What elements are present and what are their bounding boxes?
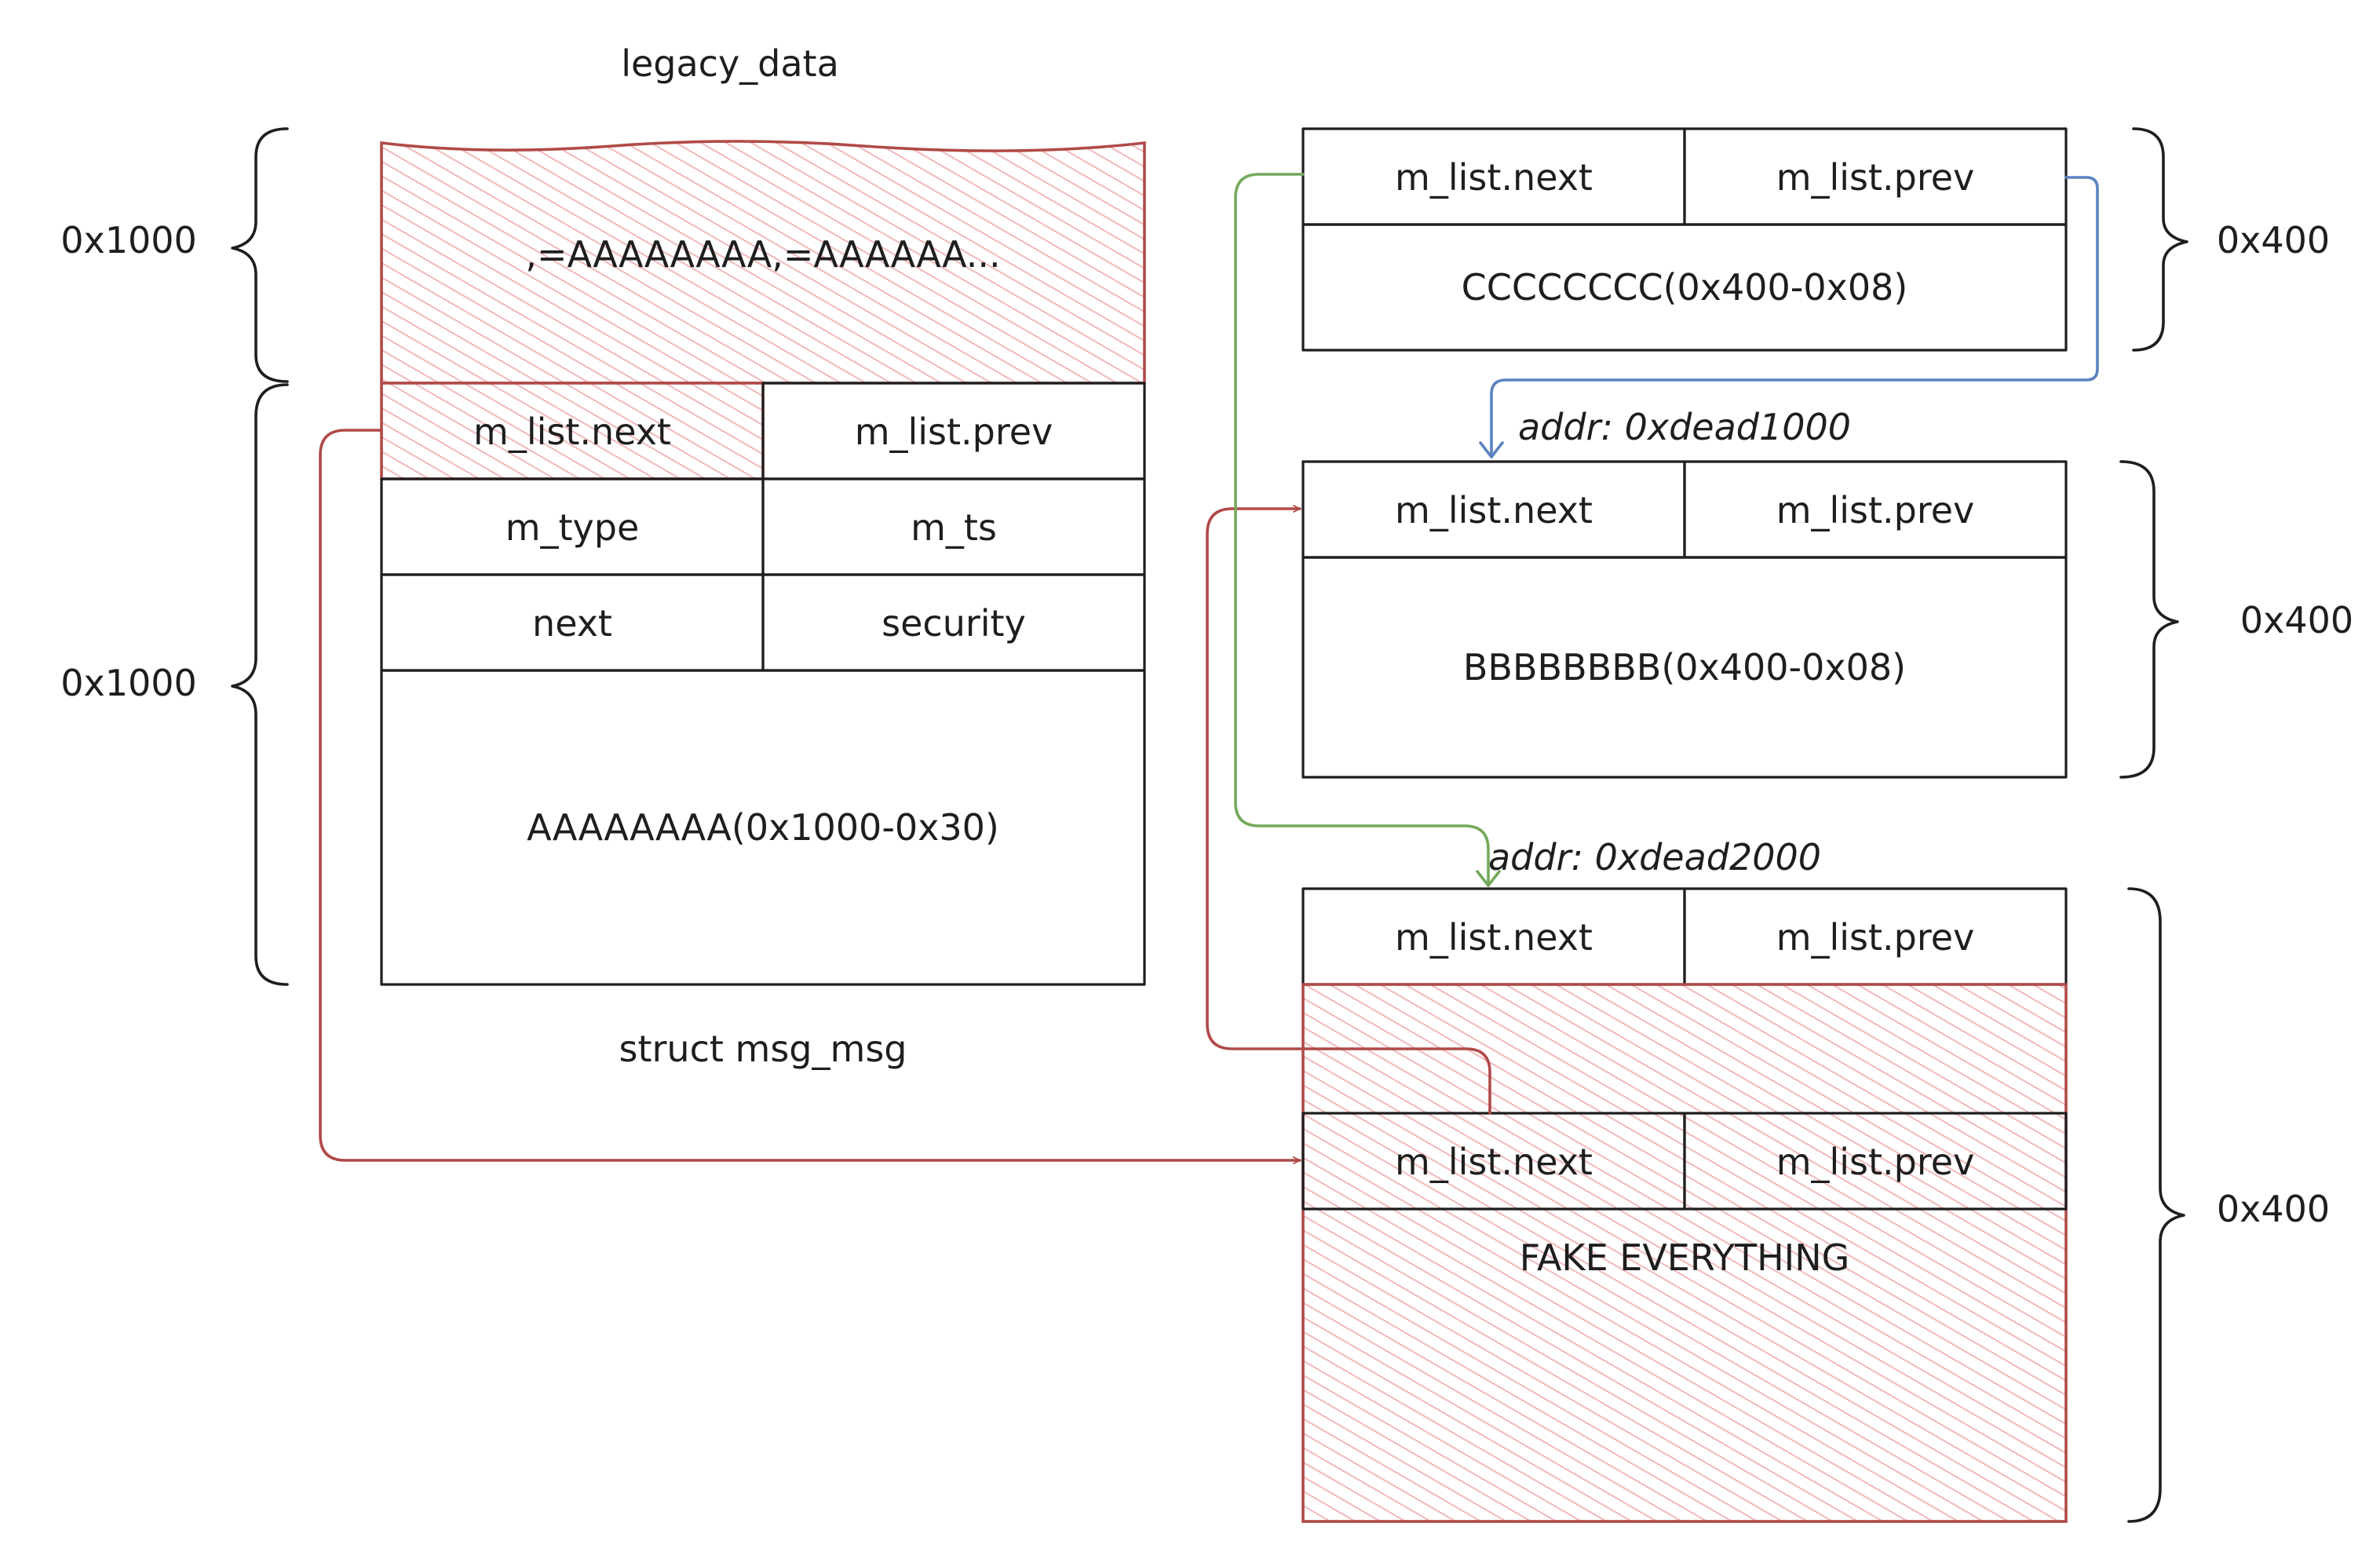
left-m-ts-label: m_ts bbox=[911, 506, 997, 549]
left-body-box bbox=[380, 669, 1146, 986]
left-brace-top bbox=[231, 127, 289, 383]
left-body-label: AAAAAAAA(0x1000-0x30) bbox=[527, 806, 999, 849]
right3-fake-prev-label: m_list.prev bbox=[1776, 1141, 1975, 1183]
green-arrow-block1-to-block3 bbox=[1234, 173, 1490, 887]
right3-fake-next-label: m_list.next bbox=[1395, 1141, 1593, 1183]
red-arrow-fake-to-block2 bbox=[1206, 505, 1491, 1115]
right3-next-label: m_list.next bbox=[1395, 916, 1593, 959]
right2-body-label: BBBBBBBB(0x400-0x08) bbox=[1463, 646, 1906, 688]
struct-msg-msg-title: struct msg_msg bbox=[619, 1028, 907, 1070]
left-security-label: security bbox=[882, 602, 1026, 645]
blue-arrow-head bbox=[1479, 441, 1504, 458]
right3-size-label: 0x400 bbox=[2217, 1188, 2330, 1230]
right1-prev-label: m_list.prev bbox=[1776, 156, 1975, 199]
right3-addr-label: addr: 0xdead2000 bbox=[1488, 836, 1821, 878]
green-arrow-head bbox=[1476, 870, 1501, 887]
right2-brace bbox=[2119, 460, 2179, 779]
right1-body-label: CCCCCCCC(0x400-0x08) bbox=[1462, 266, 1908, 309]
right2-prev-label: m_list.prev bbox=[1776, 489, 1975, 531]
legacy-data-title: legacy_data bbox=[621, 42, 839, 85]
right2-next-label: m_list.next bbox=[1395, 489, 1593, 531]
blue-arrow-block1-to-block2 bbox=[1490, 176, 2099, 458]
right1-body-box bbox=[1301, 223, 2068, 352]
left-size-label-top: 0x1000 bbox=[60, 219, 197, 261]
right2-addr-label: addr: 0xdead1000 bbox=[1518, 406, 1851, 448]
left-m-list-next-cell bbox=[380, 382, 765, 480]
left-next-label: next bbox=[532, 602, 612, 645]
right3-brace bbox=[2127, 887, 2185, 1523]
right3-fake-prev-cell bbox=[1683, 1112, 2068, 1211]
right3-prev-label: m_list.prev bbox=[1776, 916, 1975, 959]
left-size-label-bottom: 0x1000 bbox=[60, 662, 197, 704]
right3-fake-region bbox=[1301, 983, 2068, 1523]
left-m-list-next-label: m_list.next bbox=[473, 411, 671, 453]
right1-brace bbox=[2132, 127, 2188, 352]
legacy-header-data: ,=AAAAAAAA,=AAAAAA... bbox=[525, 233, 1000, 276]
right1-size-label: 0x400 bbox=[2217, 219, 2330, 261]
right3-body-label: FAKE EVERYTHING bbox=[1520, 1236, 1850, 1279]
left-brace-bottom bbox=[231, 383, 289, 986]
right2-size-label: 0x400 bbox=[2240, 599, 2353, 641]
legacy-header-box bbox=[380, 140, 1146, 385]
left-m-type-label: m_type bbox=[506, 506, 640, 549]
left-m-list-prev-label: m_list.prev bbox=[855, 411, 1053, 453]
red-arrow-legacy-to-fake bbox=[319, 429, 1301, 1164]
right1-next-label: m_list.next bbox=[1395, 156, 1593, 199]
right2-body-box bbox=[1301, 556, 2068, 779]
